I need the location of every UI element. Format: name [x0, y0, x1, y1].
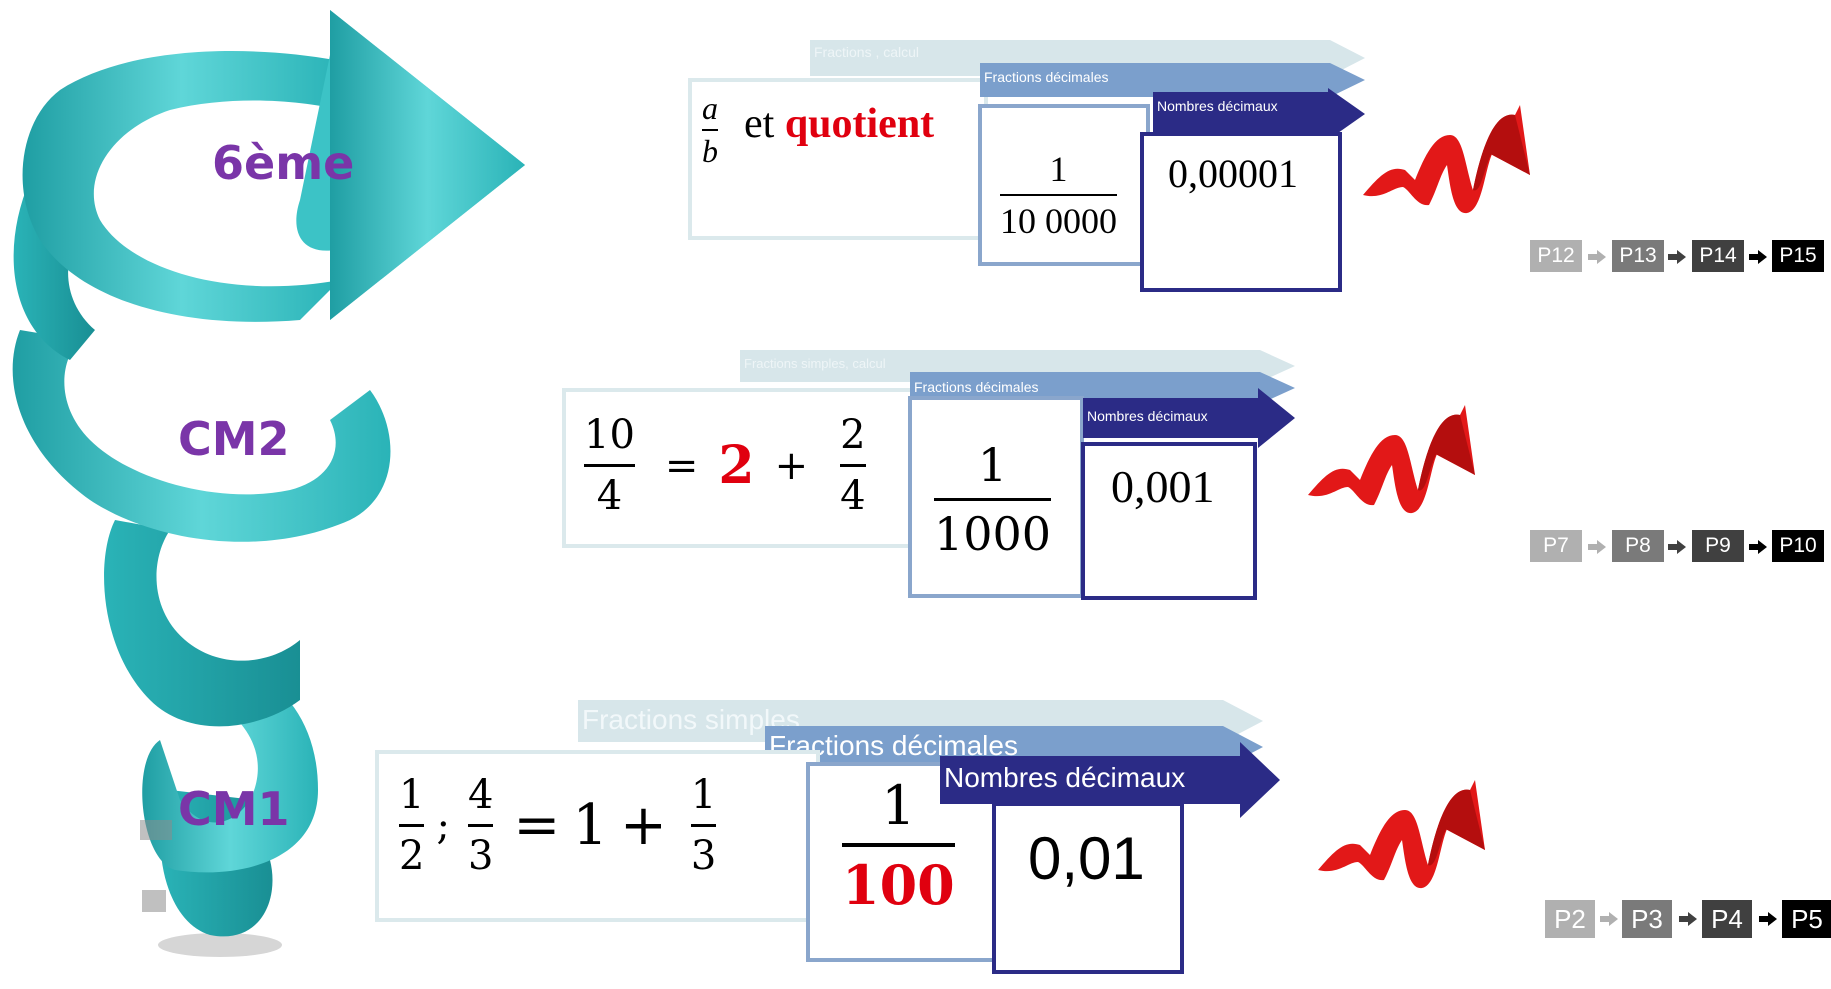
strip-label: Fractions simples, calcul — [744, 356, 886, 371]
fraction-denominator: b — [702, 133, 718, 169]
decimal-value: 0,01 — [1028, 825, 1145, 892]
fraction-denominator: 1000 — [934, 507, 1052, 561]
fraction-numerator: a — [702, 90, 718, 126]
strip-label: Fractions décimales — [984, 69, 1109, 85]
equals-sign: = — [513, 793, 561, 858]
whole-part: 1 — [572, 793, 608, 858]
strip-label: Nombres décimaux — [1157, 98, 1278, 114]
fraction-numerator: 1 — [690, 772, 717, 818]
strip-arrow-shape — [980, 63, 1365, 97]
decimal-fraction: 1 1000 — [934, 438, 1052, 561]
small-right-arrow-icon — [1668, 540, 1686, 554]
page-chip[interactable]: P7 — [1530, 530, 1582, 562]
strip-label: Fractions simples — [582, 704, 800, 735]
strip-label: Nombres décimaux — [1087, 408, 1208, 424]
fraction-one-half: 1 2 — [399, 772, 425, 879]
fraction-ten-quarters: 10 4 — [584, 412, 635, 519]
fraction-denominator: 4 — [840, 473, 866, 519]
page-chip[interactable]: P8 — [1612, 530, 1664, 562]
fraction-denominator: 3 — [690, 833, 717, 879]
strip-nombres-decimaux: Nombres décimaux — [940, 742, 1280, 818]
whole-part: 2 — [718, 435, 755, 496]
strip-arrow-shape — [1083, 388, 1295, 448]
decimal-number-box: 0,01 — [992, 802, 1184, 974]
small-right-arrow-icon — [1759, 912, 1777, 926]
spiral-arrow-icon — [12, 10, 525, 957]
fraction-denominator: 10 0000 — [1000, 201, 1117, 241]
decimal-value: 0,00001 — [1168, 151, 1298, 196]
small-right-arrow-icon — [1749, 540, 1767, 554]
separator: ; — [436, 802, 450, 849]
definition-box: a b et quotient — [688, 78, 988, 240]
fraction-denominator: 4 — [596, 473, 623, 519]
strip-label: Fractions décimales — [914, 379, 1039, 395]
page-chip[interactable]: P4 — [1702, 900, 1752, 938]
plus-sign: + — [619, 793, 667, 858]
page-chip[interactable]: P9 — [1692, 530, 1744, 562]
red-zigzag-arrow-icon — [1318, 780, 1485, 889]
page-chip[interactable]: P10 — [1772, 530, 1824, 562]
fraction-numerator: 1 — [977, 438, 1008, 492]
decimal-fraction-box: 1 10 0000 — [978, 104, 1150, 266]
small-right-arrow-icon — [1588, 540, 1606, 554]
red-zigzag-arrow-icon — [1363, 105, 1530, 214]
fraction-numerator: 1 — [399, 772, 425, 818]
fraction-numerator: 1 — [1049, 149, 1068, 189]
fraction-numerator: 2 — [840, 412, 866, 458]
page-chip[interactable]: P2 — [1545, 900, 1595, 938]
equals-sign: = — [664, 442, 699, 489]
decimal-value: 0,001 — [1111, 461, 1215, 512]
small-right-arrow-icon — [1749, 250, 1767, 264]
fraction-four-thirds: 4 3 — [467, 772, 494, 879]
strip-fractions-decimales: Fractions décimales — [980, 63, 1365, 97]
page-chip[interactable]: P13 — [1612, 240, 1664, 272]
page-chip[interactable]: P3 — [1622, 900, 1672, 938]
decimal-number-box: 0,001 — [1081, 442, 1257, 600]
strip-label: Nombres décimaux — [944, 762, 1186, 793]
page-chip[interactable]: P15 — [1772, 240, 1824, 272]
decimal-number-box: 0,00001 — [1140, 132, 1342, 292]
strip-arrow-shape — [1153, 88, 1365, 140]
strip-nombres-decimaux: Nombres décimaux — [1083, 388, 1295, 448]
plus-sign: + — [774, 442, 809, 489]
fraction-a-over-b: a b — [702, 90, 718, 170]
fraction-two-quarters: 2 4 — [840, 412, 866, 519]
decimal-fraction: 1 100 — [842, 774, 955, 917]
fraction-numerator: 10 — [584, 412, 635, 458]
small-right-arrow-icon — [1588, 250, 1606, 264]
fraction-numerator: 4 — [467, 772, 494, 818]
fraction-numerator: 1 — [881, 774, 916, 837]
fraction-decomposition-box: 1 2 ; 4 3 = 1 + 1 3 — [375, 750, 820, 922]
et-text: et — [744, 101, 775, 147]
page-chip[interactable]: P14 — [1692, 240, 1744, 272]
red-zigzag-arrow-icon — [1308, 405, 1475, 514]
page-chip[interactable]: P5 — [1782, 900, 1831, 938]
fraction-denominator: 100 — [842, 853, 955, 917]
quotient-text: quotient — [784, 101, 935, 147]
fraction-denominator: 2 — [399, 833, 425, 879]
fraction-one-third: 1 3 — [690, 772, 717, 879]
small-right-arrow-icon — [1668, 250, 1686, 264]
strip-nombres-decimaux: Nombres décimaux — [1153, 88, 1365, 140]
level-label-6eme: 6ème — [212, 136, 355, 190]
fraction-denominator: 3 — [467, 833, 494, 879]
decimal-fraction: 1 10 0000 — [1000, 148, 1117, 242]
small-right-arrow-icon — [1600, 912, 1618, 926]
level-label-cm1: CM1 — [178, 782, 290, 836]
decimal-fraction-box: 1 1000 — [908, 396, 1084, 598]
strip-arrow-shape — [940, 742, 1280, 818]
strip-label: Fractions , calcul — [814, 44, 920, 60]
fraction-decomposition-box: 10 4 = 2 + 2 4 — [562, 388, 922, 548]
level-label-cm2: CM2 — [178, 412, 290, 466]
page-chip[interactable]: P12 — [1530, 240, 1582, 272]
small-right-arrow-icon — [1679, 912, 1697, 926]
